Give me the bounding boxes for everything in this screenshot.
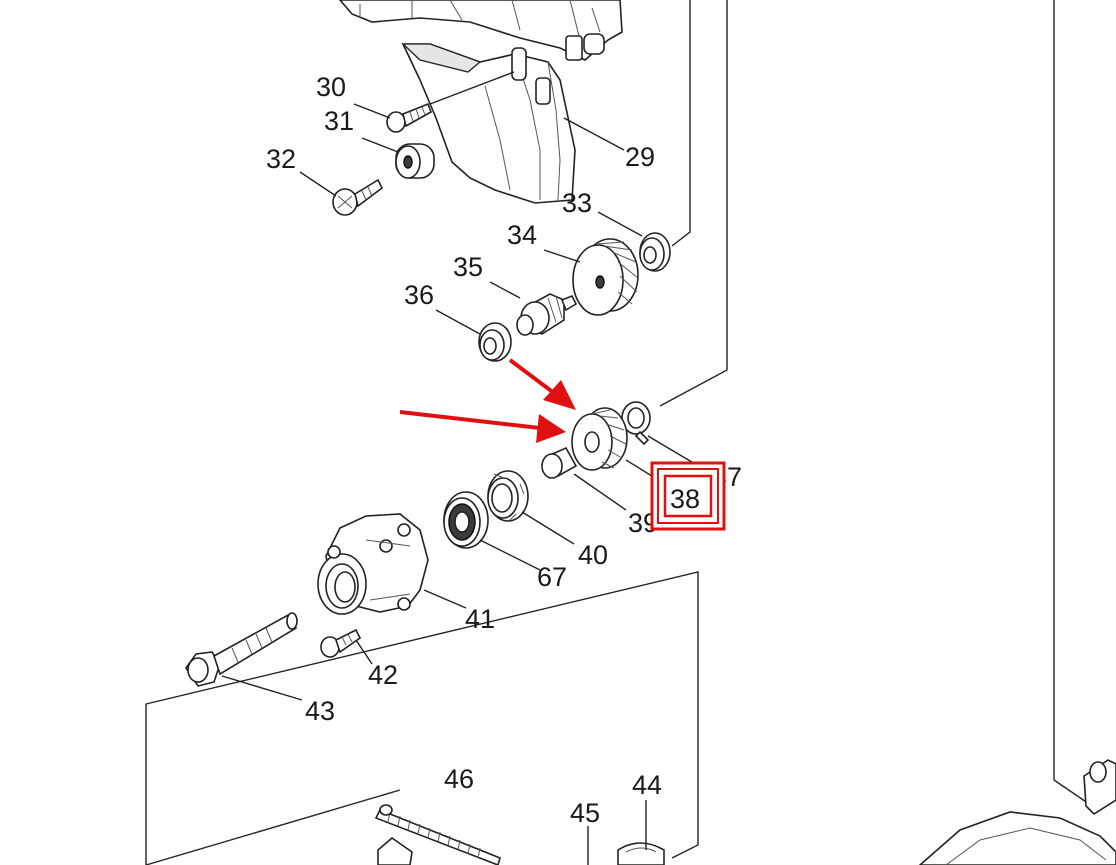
label-part-30: 30: [316, 72, 346, 102]
label-part-34: 34: [507, 220, 537, 250]
bolt-part-42: [320, 628, 362, 658]
cover-part-29: [401, 43, 576, 204]
label-part-46: 46: [444, 764, 474, 794]
arrow-head-1: [543, 380, 576, 410]
label-part-38: 38: [670, 484, 700, 514]
spindle-part-43: [185, 612, 298, 687]
arrow-head-2: [536, 414, 566, 443]
arrow-line-1: [508, 358, 560, 398]
red-arrows: [399, 358, 576, 443]
top-housing-part: [338, 0, 623, 61]
gear-part-34: [572, 238, 639, 316]
label-part-41: 41: [465, 604, 495, 634]
spring-part-46: [374, 804, 501, 865]
spacer-part-31: [395, 143, 435, 179]
label-part-67: 67: [537, 562, 567, 592]
bolt-part-32: [332, 178, 384, 216]
label-part-33: 33: [562, 188, 592, 218]
guard-part-right: [918, 759, 1116, 865]
lock-nut-part-40: [487, 470, 529, 522]
leader-lines: [221, 71, 713, 865]
label-part-29: 29: [625, 142, 655, 172]
housing-part-41: [317, 513, 429, 615]
sleeve-part-39: [541, 446, 578, 479]
label-part-42: 42: [368, 660, 398, 690]
ring-part-44: [617, 842, 665, 865]
gear-part-38: [571, 407, 628, 471]
label-part-43: 43: [305, 696, 335, 726]
highlight-box-38: 38: [650, 461, 726, 531]
label-part-32: 32: [266, 144, 296, 174]
screw-part-30: [386, 102, 432, 133]
frame-lines: [145, 0, 1096, 865]
bearing-part-36: [478, 322, 512, 362]
label-part-35: 35: [453, 252, 483, 282]
bearing-part-33: [639, 232, 671, 272]
label-part-40: 40: [578, 540, 608, 570]
label-part-31: 31: [324, 106, 354, 136]
part-labels: 30 31 32 29 33 34 35 36 37 39 40 67 41 4…: [266, 72, 742, 828]
arrow-line-2: [399, 410, 541, 430]
label-part-44: 44: [632, 770, 662, 800]
label-part-45: 45: [570, 798, 600, 828]
snap-ring-part-37: [621, 401, 651, 446]
pinion-part-35: [516, 293, 578, 336]
bearing-part-67: [443, 491, 489, 549]
label-part-36: 36: [404, 280, 434, 310]
